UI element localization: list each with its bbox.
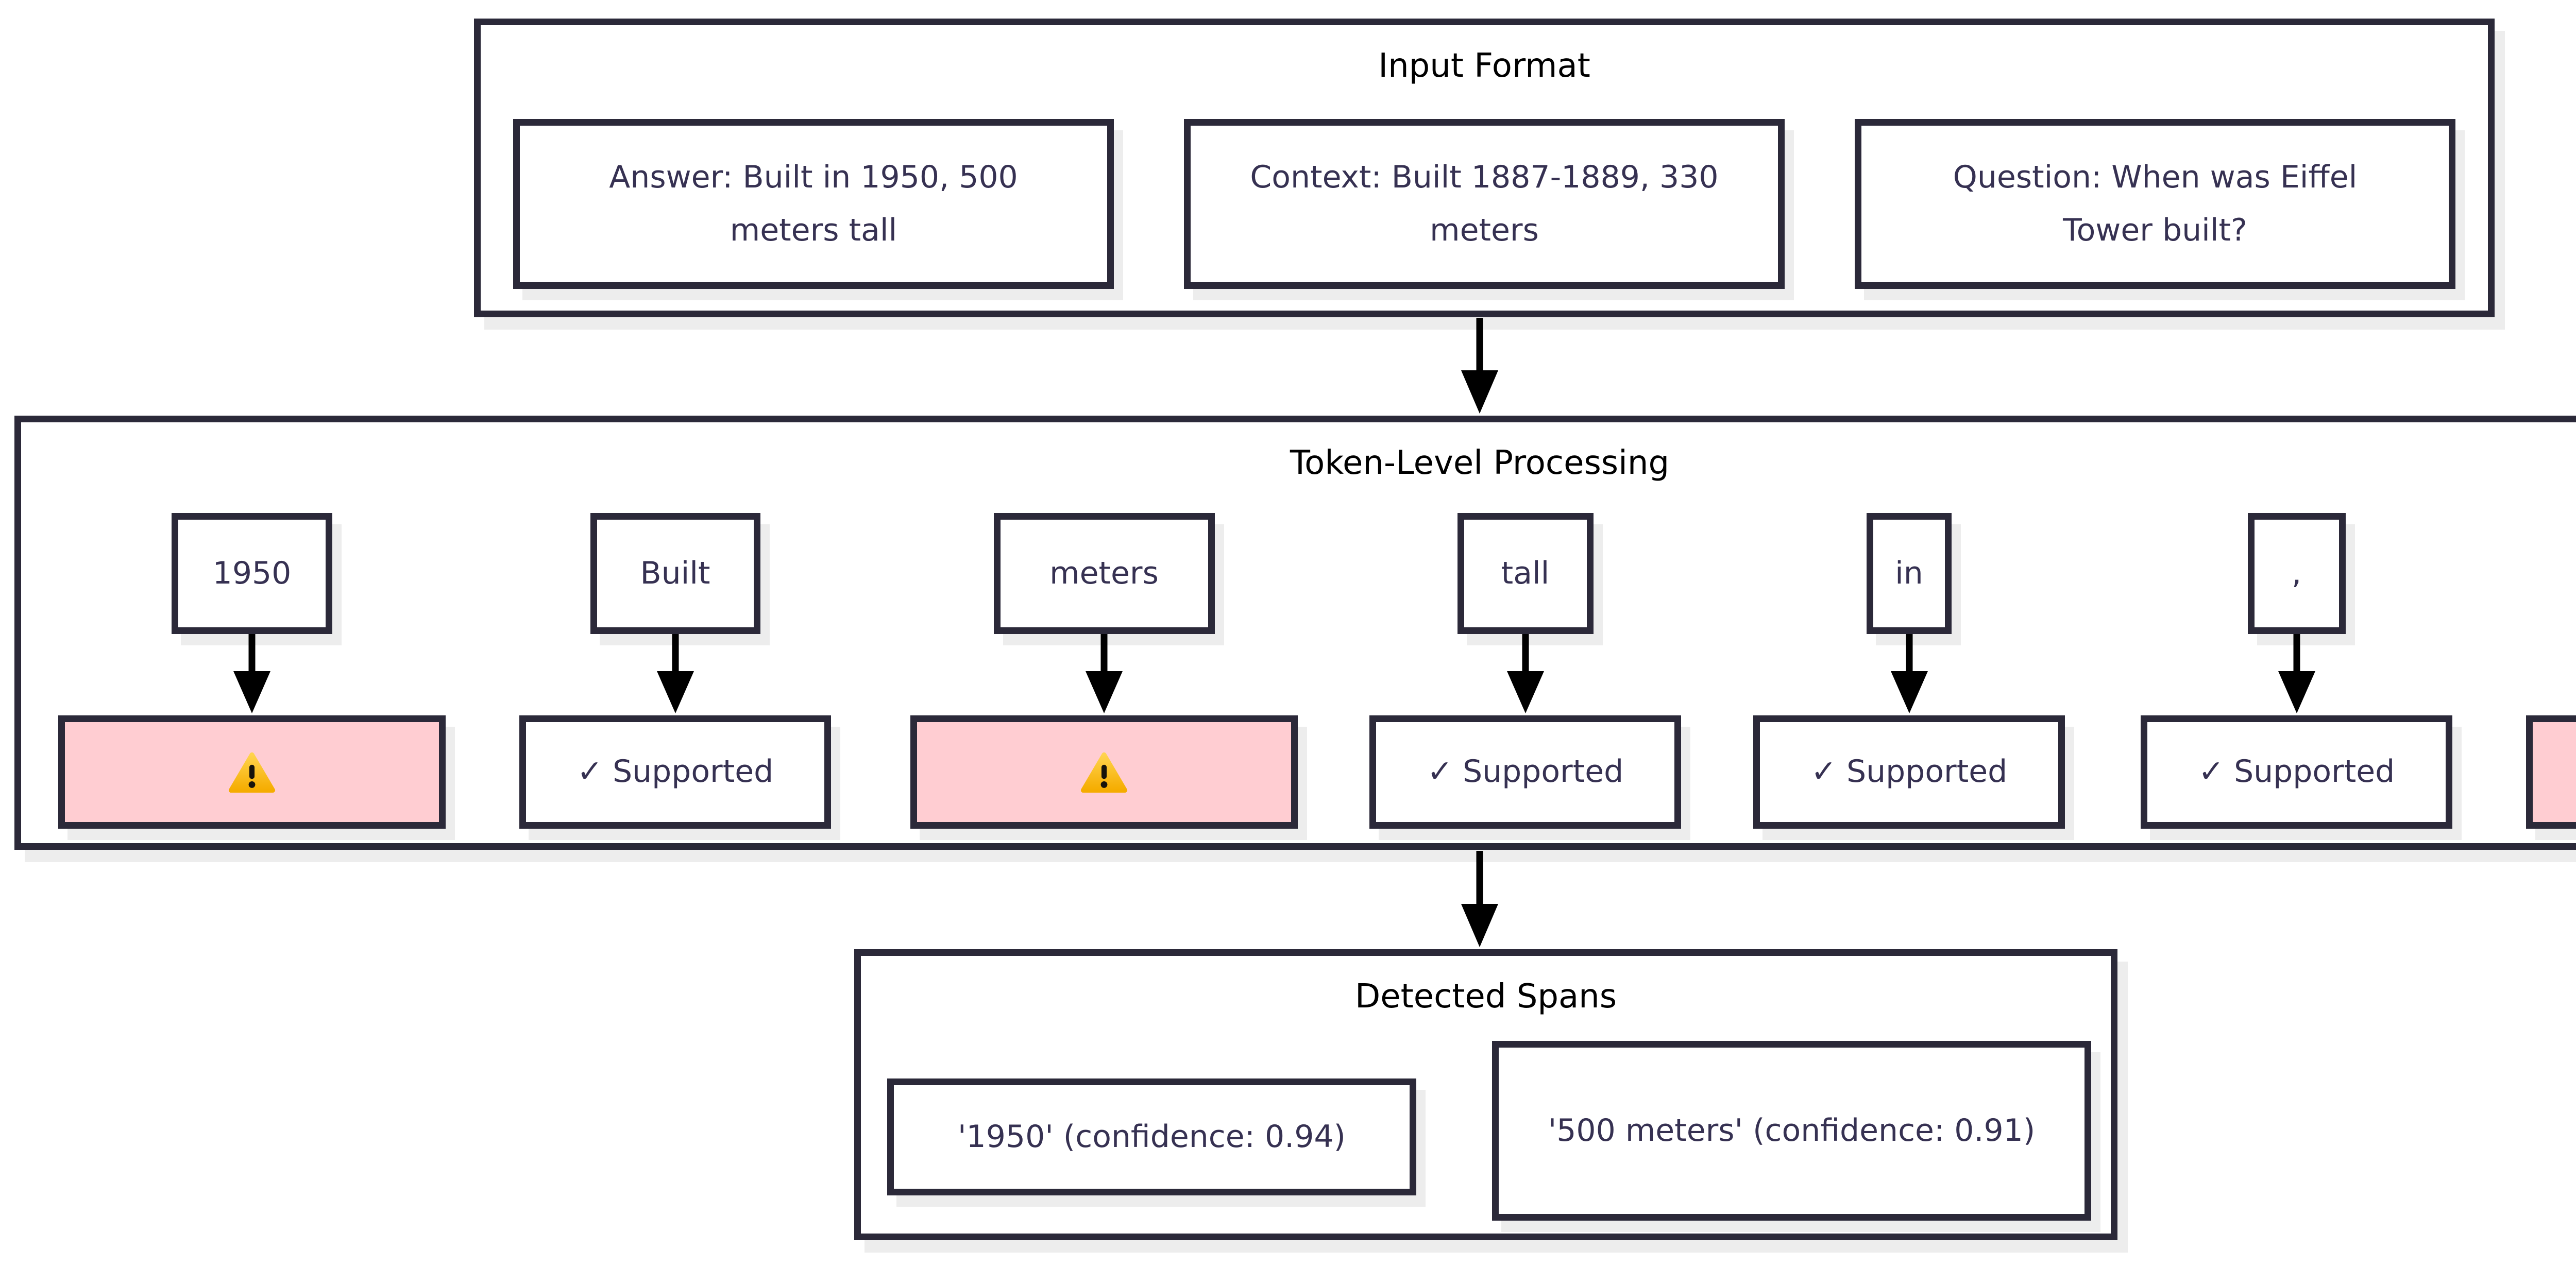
token-column: , ✓ Supported — [2141, 513, 2452, 829]
token-arrow-icon — [2278, 634, 2315, 713]
token-box: Built — [590, 513, 760, 634]
token-box: in — [1867, 513, 1952, 634]
arrow-input-to-tokens-icon — [1461, 318, 1498, 414]
token-columns: 1950 — [21, 513, 2576, 835]
input-format-row: Answer: Built in 1950, 500 meters tall C… — [481, 119, 2488, 289]
token-arrow-icon — [1890, 634, 1928, 713]
token-box: meters — [993, 513, 1215, 634]
token-column: tall ✓ Supported — [1369, 513, 1681, 829]
token-arrow-icon — [1086, 634, 1123, 713]
arrow-tokens-to-spans-icon — [1461, 851, 1498, 947]
token-status-supported: ✓ Supported — [519, 715, 831, 829]
token-processing-title: Token-Level Processing — [1290, 444, 1670, 482]
detected-spans-section: Detected Spans '1950' (confidence: 0.94)… — [854, 949, 2117, 1240]
input-format-title: Input Format — [1378, 47, 1590, 85]
token-status-warning — [58, 715, 446, 829]
token-column: 500 — [2526, 513, 2576, 829]
token-status-supported: ✓ Supported — [1753, 715, 2065, 829]
answer-box: Answer: Built in 1950, 500 meters tall — [513, 119, 1114, 289]
token-status-warning — [2526, 715, 2576, 829]
context-box: Context: Built 1887-1889, 330 meters — [1184, 119, 1785, 289]
token-arrow-icon — [656, 634, 694, 713]
question-box: Question: When was Eiffel Tower built? — [1855, 119, 2455, 289]
token-box: 1950 — [172, 513, 332, 634]
token-arrow-icon — [233, 634, 270, 713]
token-status-supported: ✓ Supported — [2141, 715, 2452, 829]
token-box: tall — [1457, 513, 1594, 634]
token-column: in ✓ Supported — [1753, 513, 2065, 829]
detected-span-box: '1950' (confidence: 0.94) — [887, 1078, 1416, 1195]
token-status-warning — [910, 715, 1298, 829]
token-column: 1950 — [58, 513, 446, 829]
input-format-section: Input Format Answer: Built in 1950, 500 … — [474, 19, 2495, 317]
warning-icon — [1080, 752, 1128, 793]
warning-icon — [228, 752, 276, 793]
token-column: meters — [910, 513, 1298, 829]
token-arrow-icon — [1506, 634, 1544, 713]
token-status-supported: ✓ Supported — [1369, 715, 1681, 829]
token-processing-section: Token-Level Processing 1950 — [14, 416, 2576, 850]
detected-spans-title: Detected Spans — [1354, 978, 1617, 1016]
detected-span-box: '500 meters' (confidence: 0.91) — [1492, 1041, 2091, 1221]
token-box: , — [2247, 513, 2346, 634]
token-column: Built ✓ Supported — [519, 513, 831, 829]
